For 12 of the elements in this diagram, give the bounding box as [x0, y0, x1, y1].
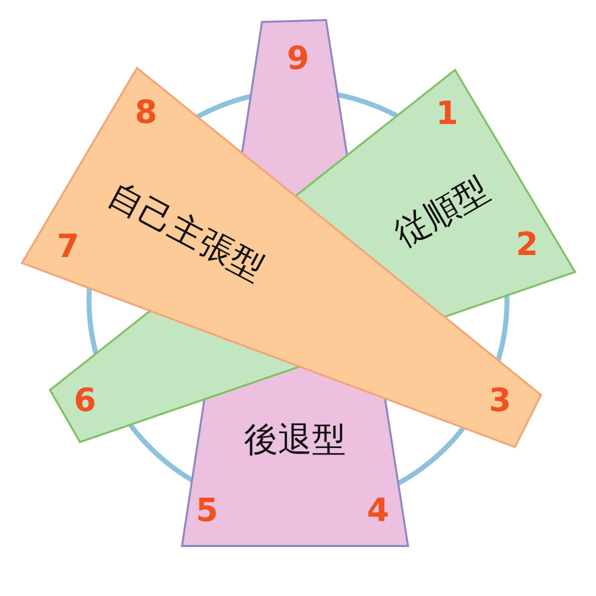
point-number: 4	[366, 494, 390, 526]
point-number: 7	[56, 230, 80, 262]
point-number: 2	[516, 228, 538, 260]
point-number: 8	[134, 96, 158, 128]
band-label: 従順型	[389, 172, 495, 252]
point-number: 6	[74, 384, 96, 416]
point-number: 5	[196, 494, 218, 526]
band-label: 後退型	[244, 423, 346, 457]
point-number: 9	[286, 42, 310, 74]
point-number: 3	[488, 384, 512, 416]
band-label: 自己主張型	[102, 177, 270, 287]
point-number: 1	[436, 97, 458, 129]
